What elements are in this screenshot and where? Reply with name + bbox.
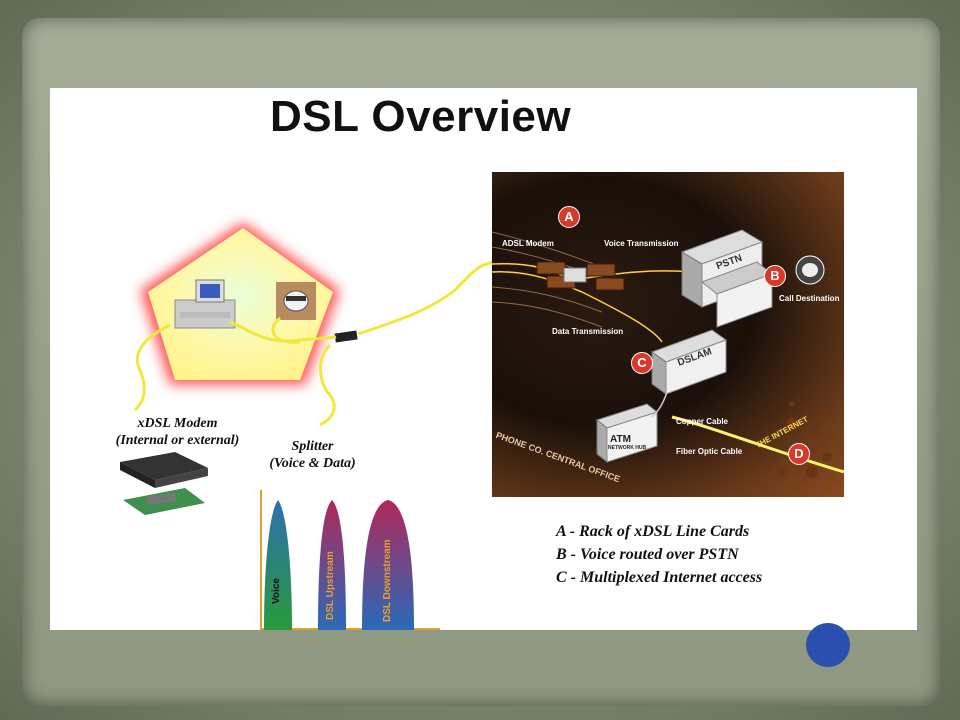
modem-caption-subtitle: (Internal or external) <box>115 433 240 448</box>
voice-band-label: Voice <box>271 578 282 604</box>
badge-c: C <box>631 352 653 374</box>
adsl-modem-box <box>563 267 587 283</box>
legend-list: A - Rack of xDSL Line Cards B - Voice ro… <box>556 520 762 589</box>
frequency-spectrum-chart <box>260 490 440 630</box>
badge-d: D <box>788 443 810 465</box>
modem-caption: xDSL Modem (Internal or external) <box>105 415 250 449</box>
splitter-caption: Splitter (Voice & Data) <box>250 438 375 472</box>
data-transmission-label: Data Transmission <box>552 327 624 336</box>
copper-cable-label: Copper Cable <box>676 417 729 426</box>
dsl-modem-picture <box>120 452 208 515</box>
upstream-band-label: DSL Upstream <box>325 551 336 620</box>
splitter-caption-subtitle: (Voice & Data) <box>269 456 356 471</box>
splitter-box <box>334 330 358 343</box>
downstream-band-label: DSL Downstream <box>382 539 393 622</box>
copper-cable-line <box>651 391 668 418</box>
network-hub-label: NETWORK HUB <box>608 445 647 451</box>
atm-label: ATM <box>610 434 631 445</box>
atm-hub <box>595 403 659 464</box>
fiber-optic-cable-label: Fiber Optic Cable <box>676 447 743 456</box>
cable-modem-lead <box>133 323 171 412</box>
adsl-line-cards <box>536 261 625 291</box>
central-office-illustration: A B C D ADSL Modem Voice Transmission Da… <box>492 172 844 497</box>
call-destination-label: Call Destination <box>779 294 840 303</box>
voice-band <box>264 500 292 630</box>
slide-title: DSL Overview <box>270 92 572 141</box>
badge-b: B <box>764 265 786 287</box>
central-office-graphics <box>492 229 844 478</box>
cable-phone <box>271 316 301 344</box>
dslam-rack <box>650 329 728 395</box>
phone-icon <box>276 282 316 320</box>
globe-icon <box>806 623 850 667</box>
adsl-modem-label: ADSL Modem <box>502 239 554 248</box>
pstn-switch <box>680 229 774 328</box>
legend-item-c: C - Multiplexed Internet access <box>556 569 763 586</box>
computer-icon <box>174 279 236 329</box>
upstream-band <box>318 500 346 630</box>
voice-transmission-label: Voice Transmission <box>604 239 679 248</box>
splitter-caption-title: Splitter <box>291 439 334 454</box>
legend-item-b: B - Voice routed over PSTN <box>556 546 739 563</box>
cable-pc-to-splitter <box>229 320 337 343</box>
badge-a: A <box>558 206 580 228</box>
legend-item-a: A - Rack of xDSL Line Cards <box>556 523 750 540</box>
downstream-band <box>362 500 414 630</box>
cable-splitter-lead <box>319 343 336 427</box>
cable-to-office <box>357 260 501 336</box>
modem-caption-title: xDSL Modem <box>137 416 218 431</box>
